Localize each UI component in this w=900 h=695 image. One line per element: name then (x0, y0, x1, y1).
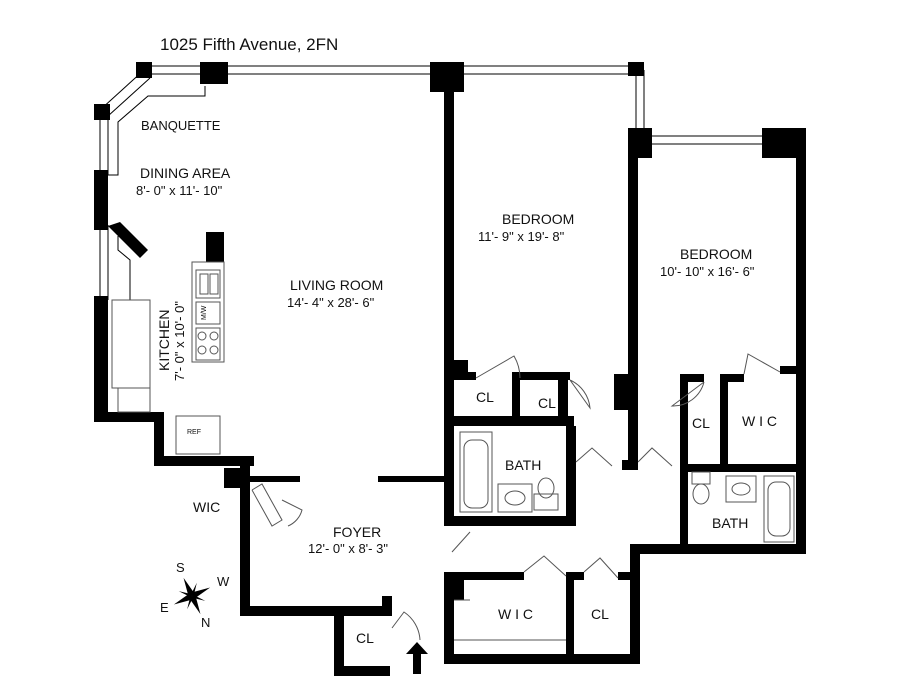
closet-entry-label: CL (356, 630, 374, 646)
fixtures (111, 261, 795, 641)
bath-2-label: BATH (712, 515, 748, 531)
refrigerator-label: REF (187, 429, 201, 436)
compass-rose-icon (173, 577, 211, 615)
closet-bedroom-1-right-label: CL (538, 395, 556, 411)
foyer-label: FOYER (333, 524, 381, 540)
closet-bedroom-1-left-label: CL (476, 389, 494, 405)
closet-bedroom-2-label: CL (692, 415, 710, 431)
compass-west-label: W (217, 574, 230, 589)
compass-east-label: E (160, 600, 169, 615)
kitchen-dims: 7'- 0" x 10'- 0" (172, 301, 187, 381)
bedroom-1-dims: 11'- 9" x 19'- 8" (478, 229, 565, 244)
solid-walls (94, 62, 806, 676)
wic-bottom-label: W I C (498, 606, 533, 622)
microwave-label: M/W (201, 305, 208, 320)
dining-area-label: DINING AREA (140, 165, 231, 181)
plan-title: 1025 Fifth Avenue, 2FN (160, 35, 338, 54)
bedroom-1-label: BEDROOM (502, 211, 574, 227)
closet-foyer-bottom-label: CL (591, 606, 609, 622)
bedroom-2-label: BEDROOM (680, 246, 752, 262)
wic-bedroom-2-label: W I C (742, 413, 777, 429)
compass-south-label: S (176, 560, 185, 575)
bath-1-label: BATH (505, 457, 541, 473)
living-room-label: LIVING ROOM (290, 277, 383, 293)
bedroom-2-dims: 10'- 10" x 16'- 6" (660, 264, 755, 279)
living-room-dims: 14'- 4" x 28'- 6" (287, 295, 375, 310)
foyer-dims: 12'- 0" x 8'- 3" (308, 541, 388, 556)
window-walls (99, 65, 790, 300)
kitchen-label: KITCHEN (156, 310, 172, 371)
dining-area-dims: 8'- 0" x 11'- 10" (136, 183, 223, 198)
wic-living-label: WIC (193, 499, 220, 515)
banquette-label: BANQUETTE (141, 118, 221, 133)
entry-arrow-icon (406, 642, 428, 674)
compass-north-label: N (201, 615, 210, 630)
